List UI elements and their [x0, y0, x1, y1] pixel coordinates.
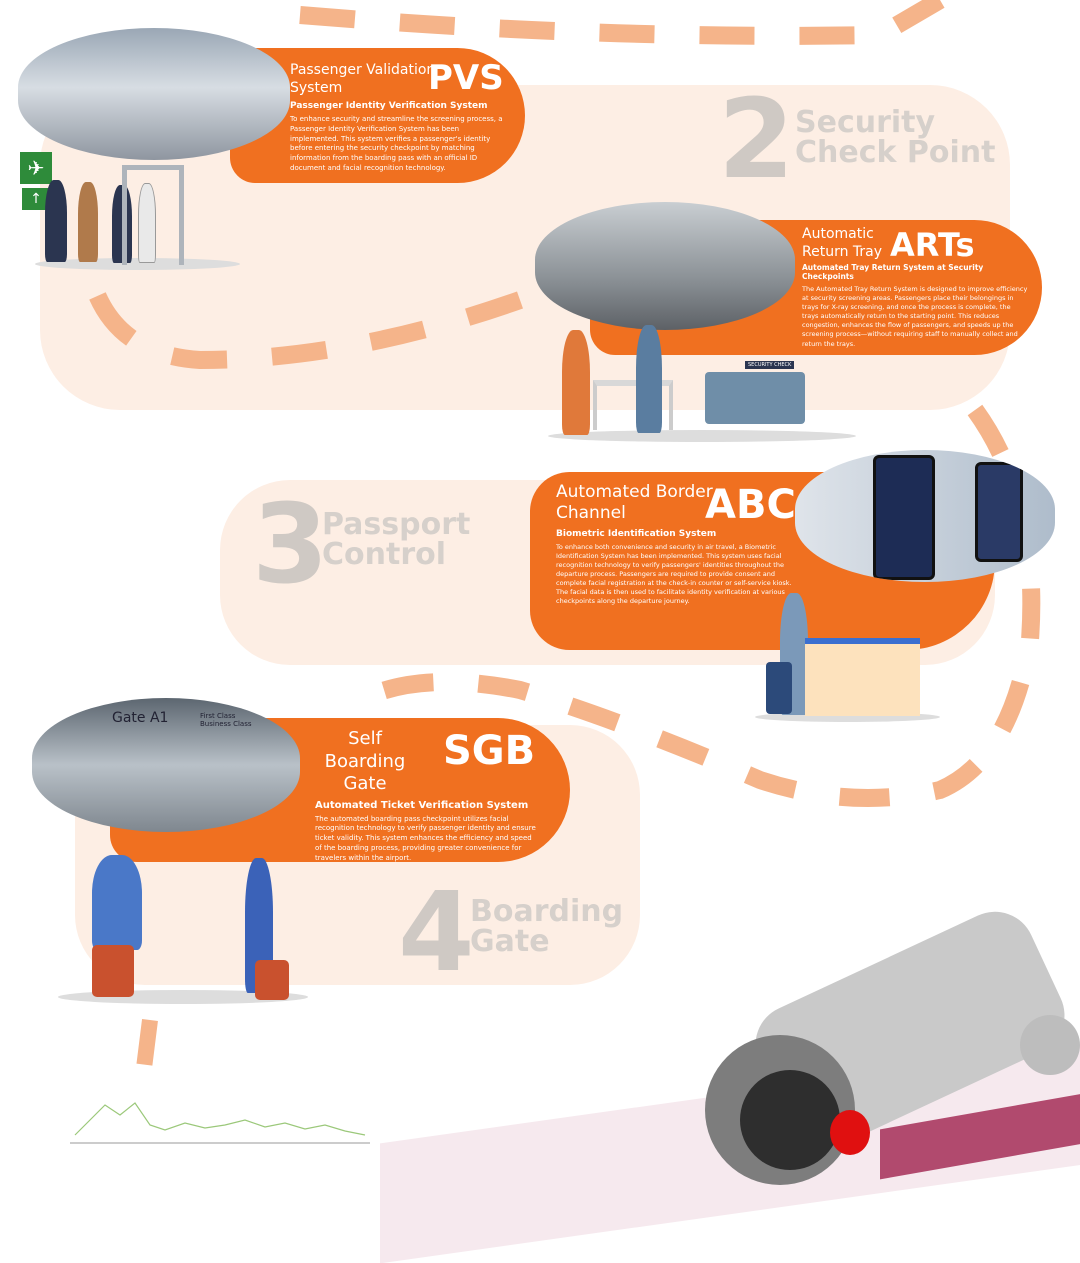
arts-name-line: Return Tray [802, 243, 883, 260]
passenger-figure [138, 183, 156, 263]
pvs-description: To enhance security and streamline the s… [290, 115, 503, 172]
sgb-name-line: Gate [343, 773, 387, 794]
arts-name-line: Automatic [802, 226, 874, 242]
step-title-line: Control [322, 537, 447, 572]
step-number: 2 [718, 75, 795, 203]
business-class-sign: Business Class [200, 720, 252, 728]
kiosk-screen [873, 455, 935, 580]
abc-name-line: Channel [556, 503, 626, 524]
sgb-abbr: SGB [443, 728, 536, 774]
step-title-line: Check Point [795, 135, 996, 170]
step-title-line: Gate [470, 924, 550, 959]
departure-sign-icon: ✈ [20, 152, 52, 184]
arts-subtitle: Automated Tray Return System at Security… [802, 263, 984, 281]
journey-path [86, 0, 1041, 1101]
sgb-description: The automated boarding pass checkpoint u… [315, 814, 536, 862]
ground-shadow [548, 430, 856, 442]
passenger-figure [78, 182, 98, 262]
sgb-name-line: Self Boarding [324, 728, 406, 772]
abc-name-line: Automated Border [556, 482, 713, 502]
camera-lens [740, 1070, 840, 1170]
step-number: 4 [398, 868, 475, 996]
passenger-figure [562, 330, 590, 435]
security-camera-icon [700, 898, 1080, 1185]
officer-figure [45, 180, 67, 262]
arts-photo [535, 202, 795, 330]
seated-passenger-figure [92, 855, 142, 950]
gate-sign: Gate A1 [112, 710, 169, 726]
arts-abbr: ARTs [890, 226, 975, 264]
arrow-up-sign-icon: ↑ [22, 188, 50, 210]
xray-scanner [705, 372, 805, 424]
ground-shadow [755, 712, 940, 722]
kiosk-screen [975, 462, 1023, 562]
pvs-name-line: Passenger Validation [290, 62, 436, 78]
step-title-line: Boarding [470, 894, 624, 929]
abc-description: To enhance both convenience and security… [556, 542, 792, 606]
camera-mount [1020, 1015, 1080, 1075]
abc-photo [795, 450, 1055, 582]
pvs-photo [18, 28, 290, 160]
chart-series [74, 1102, 366, 1136]
sgb-photo: Gate A1 First Class Business Class [32, 698, 300, 832]
arts-description: The Automated Tray Return System is desi… [802, 285, 1028, 348]
security-check-sign: SECURITY CHECK [745, 361, 795, 369]
first-class-sign: First Class [200, 712, 236, 720]
step-title-line: Passport [322, 507, 471, 542]
step-number: 3 [252, 480, 329, 608]
sgb-subtitle: Automated Ticket Verification System [315, 799, 529, 811]
abc-subtitle: Biometric Identification System [556, 528, 717, 539]
camera-light [830, 1110, 870, 1155]
luggage-icon [92, 945, 134, 997]
luggage-icon [766, 662, 792, 714]
checkin-counter [805, 638, 920, 716]
step-title-line: Security [795, 105, 936, 140]
abc-abbr: ABC [705, 482, 796, 528]
luggage-icon [255, 960, 289, 1000]
pvs-subtitle: Passenger Identity Verification System [290, 101, 488, 111]
passenger-figure [636, 325, 662, 433]
mini-line-chart [70, 1102, 370, 1144]
tray-table [593, 380, 673, 430]
metal-detector [122, 165, 184, 265]
pvs-name-line: System [290, 79, 343, 96]
pvs-abbr: PVS [428, 58, 504, 98]
